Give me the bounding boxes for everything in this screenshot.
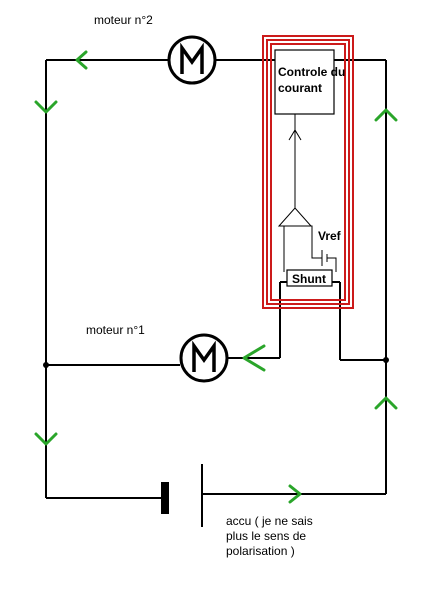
comparator-input-right	[302, 225, 322, 259]
wires	[45, 59, 387, 499]
control-box	[274, 49, 335, 115]
junction-right	[383, 357, 389, 363]
battery-thick-plate	[161, 482, 169, 514]
vref-label: Vref	[318, 229, 342, 243]
signal-path	[277, 114, 337, 272]
signal-arrow-icon	[288, 129, 302, 141]
enclosure-outer	[262, 35, 354, 309]
comparator-icon	[277, 207, 313, 227]
battery-symbol	[161, 464, 203, 527]
motor-2	[167, 35, 217, 85]
motor-1	[179, 333, 229, 383]
battery-note-line3: polarisation )	[226, 544, 295, 558]
arrow-top-left-icon	[75, 50, 88, 70]
motor-1-label: moteur n°1	[86, 323, 145, 337]
control-label-line2: courant	[278, 81, 322, 95]
enclosure	[262, 35, 354, 309]
shunt-box	[286, 269, 333, 287]
battery-note-line1: accu ( je ne sais	[226, 514, 313, 528]
junction-left	[43, 362, 49, 368]
motor-1-m-icon	[192, 340, 216, 372]
arrow-left-upper-icon	[34, 100, 58, 114]
control-label-line1: Controle du	[278, 65, 345, 79]
enclosure-inner	[270, 43, 346, 301]
shunt-label: Shunt	[292, 272, 326, 286]
arrow-motor1-icon	[242, 344, 266, 372]
battery-note-line2: plus le sens de	[226, 529, 306, 543]
arrow-right-upper-icon	[374, 108, 398, 122]
arrow-left-lower-icon	[34, 432, 58, 446]
motor-2-label: moteur n°2	[94, 13, 153, 27]
current-arrows	[34, 50, 398, 504]
arrow-bottom-icon	[288, 484, 302, 504]
arrow-right-lower-icon	[374, 396, 398, 410]
motor-2-m-icon	[180, 42, 204, 74]
vref-lead	[327, 257, 337, 272]
enclosure-middle	[266, 39, 350, 305]
